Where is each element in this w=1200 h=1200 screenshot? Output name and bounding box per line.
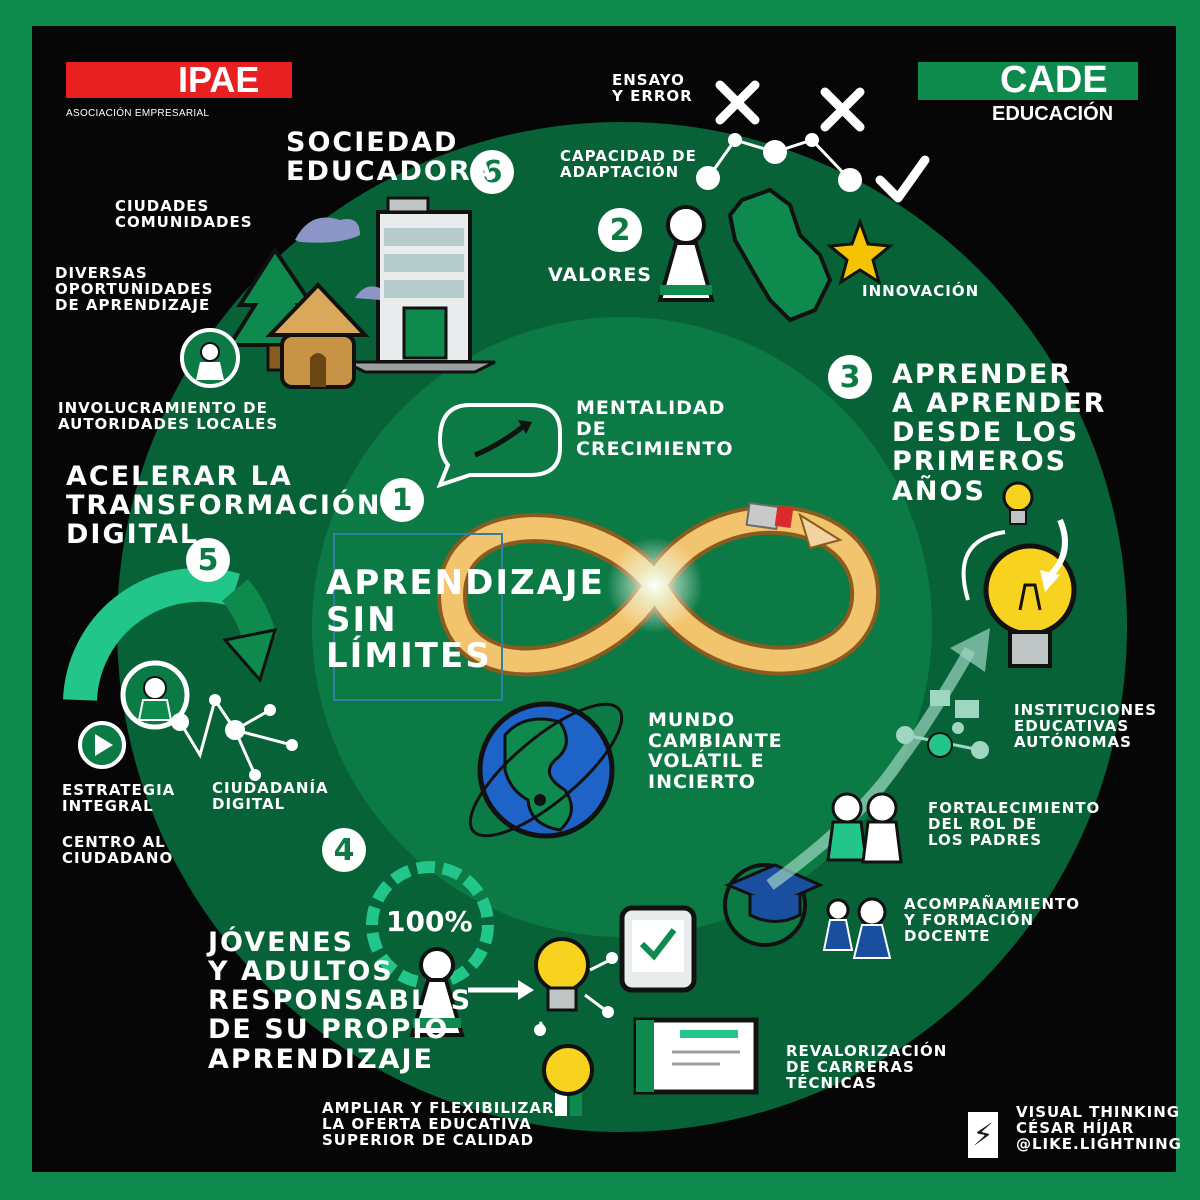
speech-bubble-arrow-icon: [436, 403, 562, 489]
label-centro: CENTRO AL CIUDADANO: [62, 833, 174, 868]
step-number-6: 6: [470, 150, 514, 194]
cade-subtitle: EDUCACIÓN: [992, 103, 1114, 125]
cade-logo-text: CADE: [1000, 59, 1108, 101]
x-mark-icon: [715, 80, 865, 132]
label-mentalidad: MENTALIDAD DE CRECIMIENTO: [576, 397, 734, 461]
pawn-icon: [409, 947, 465, 1037]
label-ampliar: AMPLIAR Y FLEXIBILIZAR LA OFERTA EDUCATI…: [322, 1099, 555, 1150]
gauge-icon: [63, 567, 278, 702]
step-number-5: 5: [186, 538, 230, 582]
avatar: [120, 660, 190, 730]
label-involucramiento: INVOLUCRAMIENTO DE AUTORIDADES LOCALES: [58, 399, 279, 434]
label-ciudadania: CIUDADANÍA DIGITAL: [212, 779, 329, 814]
label-valores: VALORES: [548, 264, 652, 286]
star-icon: [826, 217, 894, 286]
ipae-logo-text: IPAE: [178, 59, 260, 100]
medal-icon: [542, 1044, 594, 1116]
building-icon: [344, 196, 496, 374]
ipae-logo: [66, 62, 292, 98]
lightning-bolt-icon: ⚡: [968, 1112, 998, 1158]
label-revalorizacion: REVALORIZACIÓN DE CARRERAS TÉCNICAS: [786, 1042, 948, 1093]
infinity-pencil-icon: [437, 501, 881, 677]
label-jovenes: JÓVENES Y ADULTOS RESPONSABLES DE SU PRO…: [208, 927, 473, 1075]
label-capacidad-adaptacion: CAPACIDAD DE ADAPTACIÓN: [560, 147, 697, 182]
label-instituciones: INSTITUCIONES EDUCATIVAS AUTÓNOMAS: [1014, 701, 1158, 752]
cloud-icon: [295, 217, 360, 243]
label-diversas: DIVERSAS OPORTUNIDADES DE APRENDIZAJE: [55, 264, 214, 315]
label-hundred-percent: 100%: [386, 905, 473, 938]
avatar: [180, 328, 240, 388]
step-number-4: 4: [322, 828, 366, 872]
label-sociedad: SOCIEDAD EDUCADORA: [286, 127, 495, 188]
network-icon: [896, 690, 989, 759]
peru-map-icon: [727, 187, 833, 323]
lightbulb-icon: [983, 543, 1077, 668]
center-title: APRENDIZAJE SIN LÍMITES: [326, 563, 605, 677]
step-number-1: 1: [380, 478, 424, 522]
credit-text: VISUAL THINKING CÉSAR HÍJAR @LIKE.LIGHTN…: [1016, 1103, 1182, 1154]
teachers-icon: [822, 897, 892, 959]
label-estrategia: ESTRATEGIA INTEGRAL: [62, 781, 176, 816]
cade-logo: [918, 62, 1138, 100]
play-icon: [78, 721, 126, 769]
lightbulb-icon: [1002, 481, 1034, 525]
step-number-2: 2: [598, 208, 642, 252]
label-aprender: APRENDER A APRENDER DESDE LOS PRIMEROS A…: [892, 359, 1107, 507]
lightbulb-icon: [534, 937, 618, 1036]
title-box: [333, 533, 503, 701]
step-number-3: 3: [828, 355, 872, 399]
pawn-icon: [657, 205, 715, 302]
globe-icon: [468, 701, 624, 839]
label-fortalecimiento: FORTALECIMIENTO DEL ROL DE LOS PADRES: [928, 799, 1101, 850]
label-innovacion: INNOVACIÓN: [862, 282, 980, 300]
parents-icon: [826, 792, 903, 864]
label-acelerar: ACELERAR LA TRANSFORMACIÓN DIGITAL: [66, 461, 382, 551]
network-icon: [171, 694, 298, 781]
label-acompanamiento: ACOMPAÑAMIENTO Y FORMACIÓN DOCENTE: [904, 895, 1080, 946]
network-icon: [696, 133, 862, 192]
phone-check-icon: [619, 905, 697, 993]
ipae-subtitle: ASOCIACIÓN EMPRESARIAL: [66, 108, 210, 119]
label-ciudades: CIUDADES COMUNIDADES: [115, 197, 253, 232]
check-icon: [875, 155, 930, 203]
hut-icon: [265, 282, 370, 389]
diploma-icon: [633, 1017, 759, 1095]
label-mundo: MUNDO CAMBIANTE VOLÁTIL E INCIERTO: [648, 709, 783, 793]
cloud-icon: [355, 286, 380, 300]
label-ensayo-error: ENSAYO Y ERROR: [612, 71, 693, 106]
